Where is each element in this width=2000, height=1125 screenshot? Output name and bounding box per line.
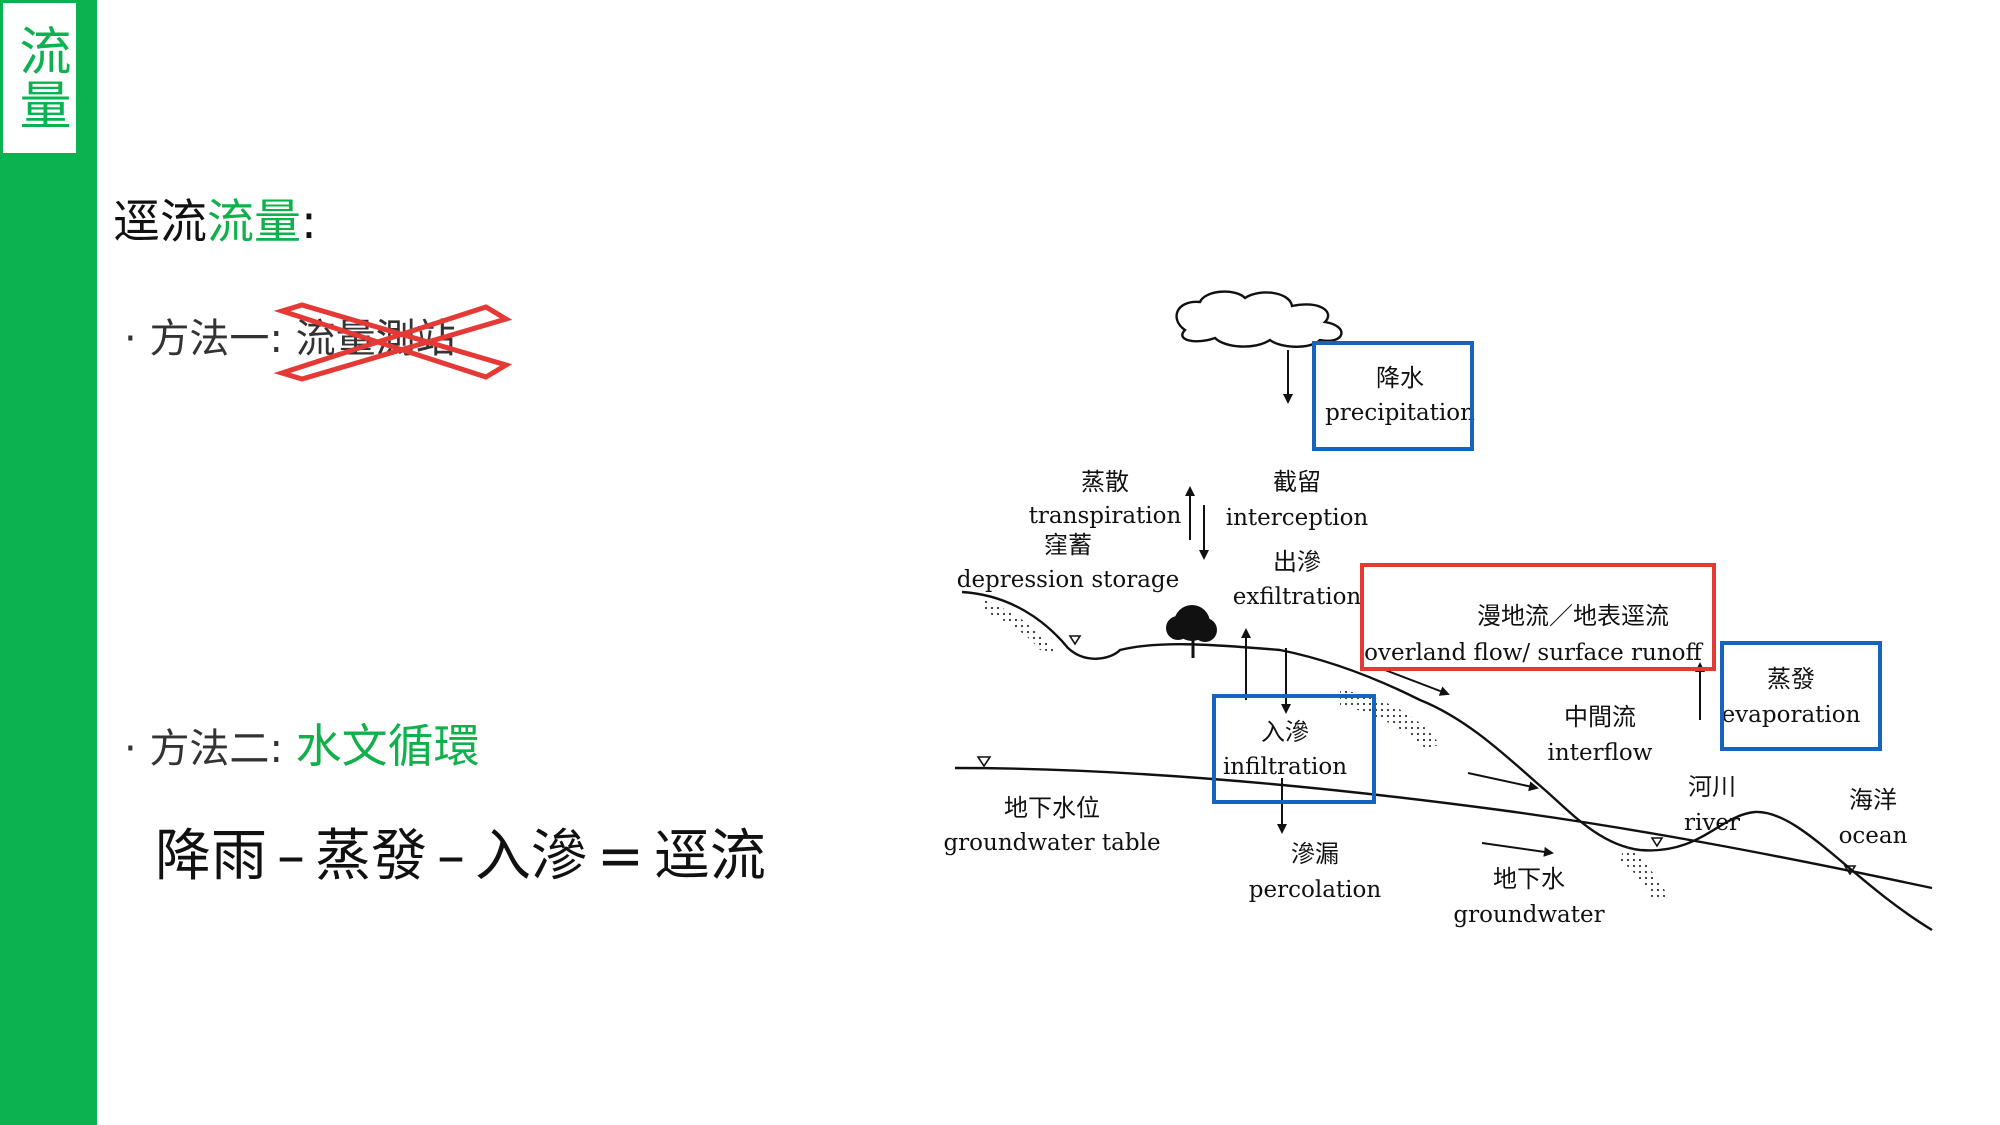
depression-en-label: depression storage bbox=[957, 567, 1180, 593]
runoff-equation: 降雨–蒸發–入滲=逕流 bbox=[155, 822, 766, 892]
hydrologic-cycle-diagram: 降水 precipitation 蒸散 transpiration 截留 int… bbox=[943, 290, 1933, 932]
water-level-icon bbox=[1068, 635, 1082, 646]
heading-colon: : bbox=[301, 195, 317, 250]
slope-texture bbox=[1340, 690, 1440, 748]
groundwater-flow-arrow bbox=[1481, 842, 1554, 857]
gwtable-cn-label: 地下水位 bbox=[1004, 794, 1100, 822]
groundwater-en-label: groundwater bbox=[1453, 902, 1604, 928]
cloud-icon bbox=[1175, 290, 1343, 348]
cross-out-icon bbox=[273, 302, 512, 382]
exfiltration-cn-label: 出滲 bbox=[1273, 548, 1321, 576]
ocean-en-label: ocean bbox=[1839, 823, 1908, 849]
sidebar: 流量 bbox=[0, 0, 97, 1125]
groundwater-cn-label: 地下水 bbox=[1493, 865, 1565, 893]
overland-flow-highlight-box bbox=[1360, 563, 1716, 671]
eq-term-infiltration: 入滲 bbox=[475, 824, 587, 889]
heading-part2: 流量 bbox=[207, 195, 301, 250]
infiltration-en-label: infiltration bbox=[1223, 754, 1347, 780]
river-bank-texture bbox=[1620, 845, 1670, 900]
transpiration-cn-label: 蒸散 bbox=[1081, 468, 1129, 496]
interception-en-label: interception bbox=[1226, 505, 1369, 531]
eq-equals: = bbox=[597, 824, 644, 889]
method2-dot: · bbox=[124, 726, 137, 772]
eq-term-evaporation: 蒸發 bbox=[315, 824, 427, 889]
page-heading: 逕流流量: bbox=[113, 193, 317, 253]
infiltration-cn-label: 入滲 bbox=[1261, 718, 1309, 746]
eq-minus-1: – bbox=[277, 824, 305, 889]
cross-bar-up bbox=[273, 304, 512, 382]
evaporation-cn-label: 蒸發 bbox=[1767, 665, 1815, 693]
interflow-cn-label: 中間流 bbox=[1564, 703, 1636, 731]
overland-cn-label: 漫地流／地表逕流 bbox=[1477, 602, 1669, 630]
method1-prefix: 方法一 bbox=[149, 316, 270, 362]
method2-text: 水文循環 bbox=[295, 719, 480, 773]
groundwater-table-line bbox=[954, 766, 1933, 890]
precipitation-cn-label: 降水 bbox=[1376, 364, 1424, 392]
evaporation-en-label: evaporation bbox=[1722, 702, 1861, 728]
method1-bullet: · 方法一: 流量測站 bbox=[124, 302, 512, 382]
river-en-label: river bbox=[1684, 810, 1740, 836]
infiltration-highlight-box bbox=[1212, 694, 1376, 804]
tree-icon bbox=[1166, 605, 1217, 658]
method1-struck-text: 流量測站 bbox=[273, 302, 512, 382]
transpiration-en-label: transpiration bbox=[1029, 503, 1182, 529]
method1-colon: : bbox=[269, 316, 283, 362]
water-level-icon bbox=[1650, 837, 1664, 848]
depression-texture bbox=[985, 600, 1055, 652]
method2-colon: : bbox=[269, 726, 283, 772]
river-cn-label: 河川 bbox=[1688, 773, 1736, 801]
precipitation-highlight-box bbox=[1312, 341, 1474, 451]
evaporation-highlight-box bbox=[1720, 641, 1882, 751]
sidebar-title: 流量 bbox=[3, 3, 76, 153]
gwtable-en-label: groundwater table bbox=[943, 830, 1160, 856]
interflow-en-label: interflow bbox=[1548, 740, 1653, 766]
cross-bar-down bbox=[273, 302, 512, 380]
method1-dot: · bbox=[124, 316, 137, 362]
percolation-en-label: percolation bbox=[1249, 877, 1382, 903]
method2-bullet: · 方法二: 水文循環 bbox=[124, 720, 480, 775]
overland-flow-arrow bbox=[1384, 669, 1450, 696]
exfiltration-en-label: exfiltration bbox=[1233, 584, 1362, 610]
ground-surface-line bbox=[961, 590, 1933, 932]
percolation-cn-label: 滲漏 bbox=[1291, 840, 1339, 868]
precipitation-en-label: precipitation bbox=[1325, 400, 1475, 426]
depression-cn-label: 窪蓄 bbox=[1044, 531, 1092, 559]
eq-result-runoff: 逕流 bbox=[653, 824, 766, 889]
eq-term-rain: 降雨 bbox=[155, 824, 267, 889]
interception-cn-label: 截留 bbox=[1273, 468, 1321, 496]
interflow-arrow bbox=[1467, 772, 1539, 792]
heading-part1: 逕流 bbox=[113, 195, 207, 250]
overland-en-label: overland flow/ surface runoff bbox=[1364, 640, 1703, 666]
eq-minus-2: – bbox=[437, 824, 465, 889]
water-level-icon bbox=[976, 756, 992, 768]
water-level-icon bbox=[1843, 865, 1857, 876]
method2-prefix: 方法二 bbox=[149, 726, 270, 772]
ocean-cn-label: 海洋 bbox=[1849, 786, 1897, 814]
